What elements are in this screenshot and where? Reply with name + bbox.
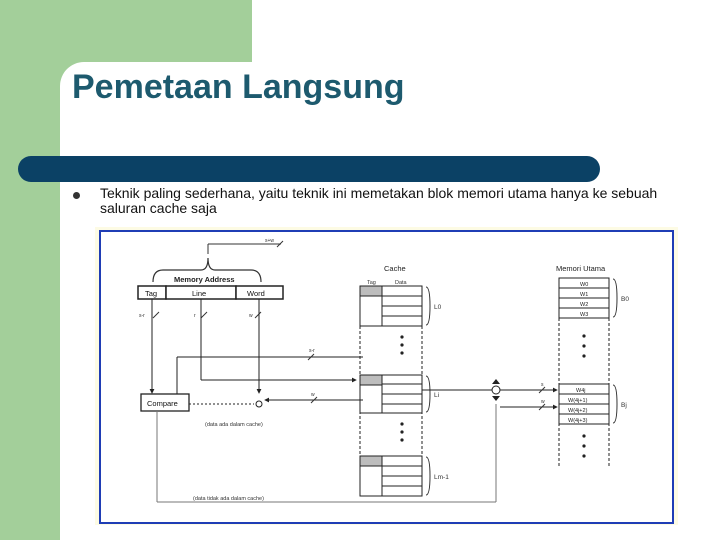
memory-dots-lower xyxy=(582,434,586,458)
cache-line-label-L0: L0 xyxy=(434,304,442,311)
compare-label: Compare xyxy=(147,399,178,408)
address-width-label: s+w xyxy=(265,238,274,244)
hit-label: (data ada dalam cache) xyxy=(205,422,263,428)
memory-block-B0 xyxy=(558,277,610,319)
brace-Lm-1 xyxy=(425,456,431,496)
bullet-text: Teknik paling sederhana, yaitu teknik in… xyxy=(100,185,658,216)
memory-middle-area xyxy=(558,318,610,467)
compare-box xyxy=(140,393,190,412)
memory-word: W3 xyxy=(580,312,588,318)
memory-word: W(4j+3) xyxy=(568,418,588,424)
slide-white-top xyxy=(252,0,720,62)
miss-label: (data tidak ada dalam cache) xyxy=(193,496,264,502)
memory-block-Bj xyxy=(558,383,610,425)
bus-slash xyxy=(307,353,315,361)
diagram-frame: s+w Memory Address Tag Line Word s-r r w xyxy=(95,227,678,525)
tag-width-label: s-r xyxy=(139,313,145,319)
cache-line-label-Li: Li xyxy=(434,392,439,399)
data-bus-width: w xyxy=(311,392,315,398)
cache-block-middle xyxy=(359,374,423,414)
cache-tag-header: Tag xyxy=(367,280,376,286)
memory-block-label-B0: B0 xyxy=(621,296,629,303)
bullet-marker xyxy=(73,192,80,199)
memory-word: W0 xyxy=(580,282,588,288)
line-field-label: Line xyxy=(192,289,206,298)
memory-word: W(4j+1) xyxy=(568,398,588,404)
main-memory-title: Memori Utama xyxy=(556,264,606,273)
bus-slash xyxy=(200,311,208,319)
memory-word: W(4j+2) xyxy=(568,408,588,414)
bus-slash xyxy=(538,386,546,394)
line-width-label: r xyxy=(194,313,196,319)
bus-slash xyxy=(152,311,160,319)
cache-line-label-Lm-1: Lm-1 xyxy=(434,474,449,481)
memory-block-label-Bj: Bj xyxy=(621,402,627,409)
cache-middle-area xyxy=(359,326,423,477)
brace-Li xyxy=(425,375,431,413)
tag-bus-width: s-r xyxy=(309,348,315,354)
bus-slash xyxy=(310,396,318,404)
title-divider-bar xyxy=(18,156,600,182)
diagram-canvas: s+w Memory Address Tag Line Word s-r r w xyxy=(99,230,674,524)
memory-data-bus-width: w xyxy=(541,399,545,405)
brace-B0 xyxy=(612,278,618,318)
cache-block-top xyxy=(359,285,423,327)
switch-node xyxy=(491,385,501,395)
address-brace xyxy=(152,257,262,283)
memory-word: W2 xyxy=(580,302,588,308)
word-width-label: w xyxy=(249,313,253,319)
memory-addr-bus-width: s xyxy=(541,382,544,388)
bus-slash xyxy=(276,240,284,248)
memory-address-label: Memory Address xyxy=(174,275,235,284)
switch-arrow-down xyxy=(492,396,500,401)
brace-Bj xyxy=(612,384,618,424)
brace-L0 xyxy=(425,286,431,326)
switch-arrow-up xyxy=(492,379,500,384)
word-field-label: Word xyxy=(247,289,265,298)
slide-title: Pemetaan Langsung xyxy=(72,68,405,106)
bus-slash xyxy=(254,311,262,319)
cache-data-header: Data xyxy=(395,280,408,286)
memory-word: W1 xyxy=(580,292,588,298)
memory-word: W4j xyxy=(576,388,585,394)
cache-dots-lower xyxy=(400,422,404,442)
bus-slash xyxy=(538,403,546,411)
mux-node xyxy=(255,400,263,408)
cache-block-bottom xyxy=(359,455,423,497)
tag-field-label: Tag xyxy=(145,289,157,298)
direct-mapping-diagram: s+w Memory Address Tag Line Word s-r r w xyxy=(137,238,629,503)
cache-title: Cache xyxy=(384,264,406,273)
